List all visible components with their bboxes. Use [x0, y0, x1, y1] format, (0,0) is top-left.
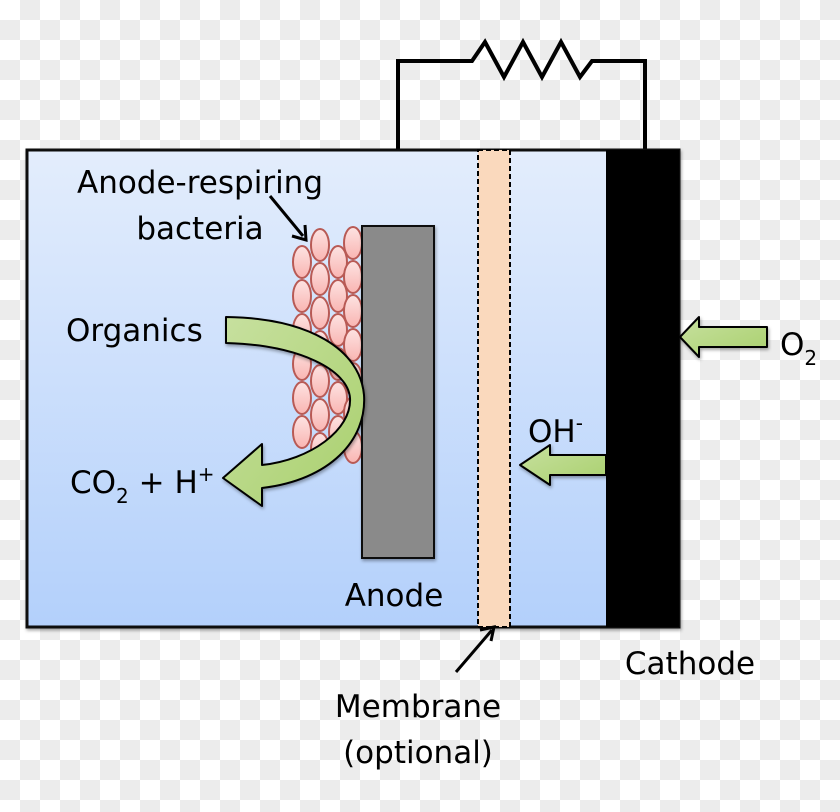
bacterium-cell	[343, 260, 363, 294]
bacterium-cell	[328, 381, 348, 415]
bacterium-cell	[310, 228, 330, 262]
external-circuit	[396, 37, 647, 228]
bacterium-cell	[343, 294, 363, 328]
bacterium-cell	[292, 415, 312, 449]
anode-electrode	[361, 225, 435, 559]
bacterium-cell	[292, 245, 312, 279]
cathode-label: Cathode	[625, 646, 755, 682]
membrane	[477, 149, 511, 628]
bacterium-cell	[292, 279, 312, 313]
wire-anode	[396, 37, 647, 228]
organics-label: Organics	[66, 313, 203, 349]
oxygen-label: O2	[780, 327, 817, 370]
cathode-electrode	[606, 150, 679, 627]
bacteria-label: Anode-respiring	[77, 165, 323, 201]
hydroxide-label: OH-	[528, 411, 583, 450]
membrane-pointer-arrow	[454, 625, 496, 673]
bacterium-cell	[328, 279, 348, 313]
bacterium-cell	[328, 313, 348, 347]
bacteria-label-line2: bacteria	[136, 211, 263, 247]
membrane-label-line2: (optional)	[343, 735, 493, 771]
bacterium-cell	[310, 296, 330, 330]
bacterium-cell	[343, 226, 363, 260]
membrane-label: Membrane	[335, 689, 501, 725]
bacteria-pointer-arrow	[268, 195, 308, 243]
anode-label: Anode	[345, 578, 444, 614]
bacterium-cell	[292, 381, 312, 415]
bacterium-cell	[328, 245, 348, 279]
bacterium-cell	[310, 262, 330, 296]
oxygen-arrow	[679, 316, 768, 358]
bacterium-cell	[310, 398, 330, 432]
bacterium-cell	[310, 364, 330, 398]
hydroxide-arrow	[519, 444, 607, 486]
organics-arrow	[222, 316, 366, 507]
products-label: CO2 + H+	[70, 462, 215, 508]
